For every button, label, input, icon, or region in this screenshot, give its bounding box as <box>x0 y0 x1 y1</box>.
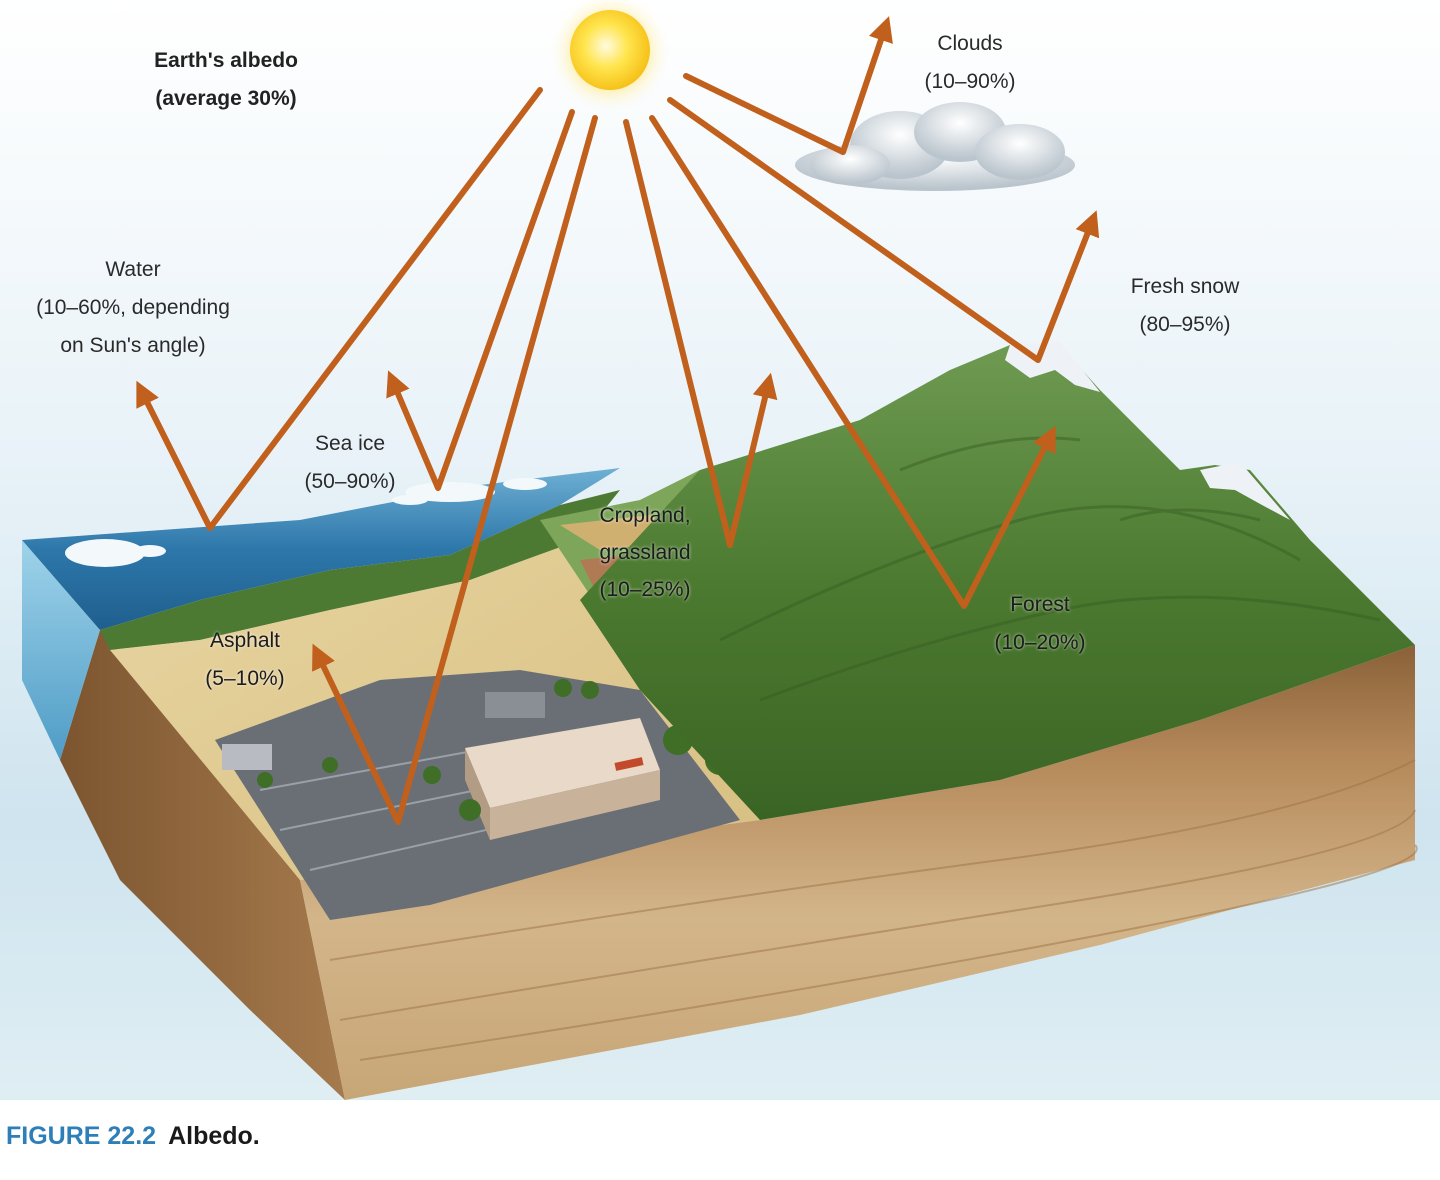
ray-water <box>136 87 543 531</box>
cropland-line-3: (10–25%) <box>599 577 691 601</box>
title-line-1: Earth's albedo <box>154 49 298 72</box>
water-line-1: Water <box>105 258 161 281</box>
forest-mountain <box>580 345 1415 820</box>
fresh-snow-name: Fresh snow <box>1130 275 1240 298</box>
store-building <box>465 718 660 840</box>
sea-ice-floes <box>65 478 547 567</box>
ray-clouds <box>683 16 893 155</box>
reflection-arrow-icon <box>136 16 1100 825</box>
label-forest: Forest (10–20%) <box>960 586 1120 662</box>
cloud-icon <box>795 102 1075 191</box>
figure-title: Albedo. <box>168 1122 260 1150</box>
title-line-2: (average 30%) <box>155 86 297 110</box>
label-cropland: Cropland, grassland (10–25%) <box>565 498 725 608</box>
ray-fresh-snow <box>667 97 1100 363</box>
asphalt-range: (5–10%) <box>205 666 285 690</box>
label-sea-ice: Sea ice (50–90%) <box>270 425 430 501</box>
label-water: Water (10–60%, depending on Sun's angle) <box>2 251 264 364</box>
label-fresh-snow: Fresh snow (80–95%) <box>1095 268 1275 344</box>
soil-strata <box>329 759 1418 1061</box>
small-building <box>485 692 545 718</box>
ocean-surface <box>22 468 620 630</box>
soil-left-face <box>60 630 345 1100</box>
clouds-range: (10–90%) <box>924 69 1016 93</box>
coastal-strip <box>100 490 620 650</box>
earth-albedo-title: Earth's albedo (average 30%) <box>126 42 326 118</box>
water-line-2: (10–60%, depending <box>36 295 230 319</box>
soil-front-face <box>300 645 1415 1100</box>
forest-name: Forest <box>1010 593 1070 616</box>
cropland-line-1: Cropland, <box>599 504 691 527</box>
small-building <box>222 744 272 770</box>
figure-caption: FIGURE 22.2 Albedo. <box>6 1122 260 1151</box>
ray-cropland <box>623 119 778 548</box>
ray-asphalt <box>312 115 598 825</box>
sea-ice-range: (50–90%) <box>304 469 396 493</box>
forest-range: (10–20%) <box>994 630 1086 654</box>
cropland-line-2: grassland <box>599 540 691 564</box>
water-line-3: on Sun's angle) <box>60 333 206 357</box>
sun-icon <box>548 0 672 114</box>
fresh-snow-range: (80–95%) <box>1139 312 1231 336</box>
clouds-name: Clouds <box>937 32 1003 55</box>
water-side-face <box>22 540 100 760</box>
ray-sea-ice <box>386 109 575 491</box>
label-clouds: Clouds (10–90%) <box>880 25 1060 101</box>
ray-forest <box>649 115 1056 609</box>
figure-number: FIGURE 22.2 <box>6 1122 157 1150</box>
asphalt-name: Asphalt <box>209 629 281 652</box>
sea-ice-name: Sea ice <box>314 432 386 455</box>
forest-texture <box>719 436 1381 702</box>
label-asphalt: Asphalt (5–10%) <box>170 622 320 698</box>
